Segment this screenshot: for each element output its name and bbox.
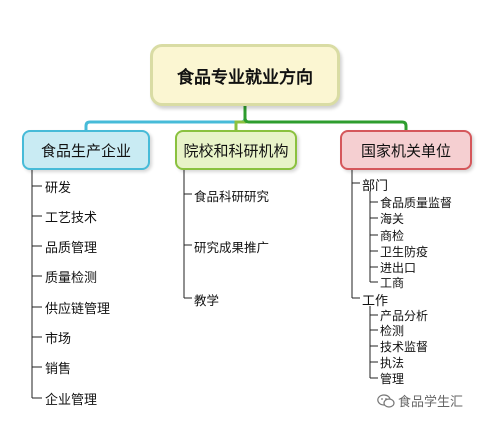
branch-c-item: 商检 [380,229,405,243]
branch-a-item: 销售 [45,362,72,377]
branch-a-item: 企业管理 [45,393,98,408]
branch-b-item: 教学 [194,293,220,308]
branch-b-item: 食品科研研究 [194,189,270,204]
branch-c-item: 执法 [380,356,405,370]
branch-c-item: 管理 [380,372,405,386]
branch-node-food-enterprise: 食品生产企业 [22,130,150,170]
branch-c-item: 进出口 [380,261,417,275]
branch-a-item: 研发 [45,181,72,196]
connector-branch-a-items [31,170,42,399]
branch-a-item: 工艺技术 [45,211,98,226]
branch-c-item: 工商 [380,276,405,290]
branch-c-group-label: 部门 [362,179,389,194]
branch-c-item: 产品分析 [380,309,429,323]
branch-a-item: 市场 [45,332,72,347]
branch-c-item: 卫生防疫 [380,245,429,259]
branch-node-government: 国家机关单位 [340,130,472,170]
root-node: 食品专业就业方向 [150,44,340,106]
branch-c-item: 技术监督 [380,340,429,354]
branch-c-item: 检测 [380,324,405,338]
connector-branch-c-items [351,170,378,379]
connector-root-branch-a [84,106,247,130]
branch-b-item: 研究成果推广 [194,240,270,255]
branch-a-item: 品质管理 [45,241,98,256]
watermark-text: 食品学生汇 [398,395,464,410]
branch-c-item: 食品质量监督 [380,196,453,210]
branch-a-item: 质量检测 [45,271,98,286]
connector-root-branch-c [243,106,408,130]
connector-branch-b-items [183,170,192,299]
branch-c-group-label: 工作 [362,294,389,309]
branch-node-academia-research: 院校和科研机构 [175,130,297,170]
branch-c-item: 海关 [380,212,405,226]
wechat-icon [377,393,395,408]
branch-a-item: 供应链管理 [45,302,111,317]
watermark: 食品学生汇 [377,391,463,410]
